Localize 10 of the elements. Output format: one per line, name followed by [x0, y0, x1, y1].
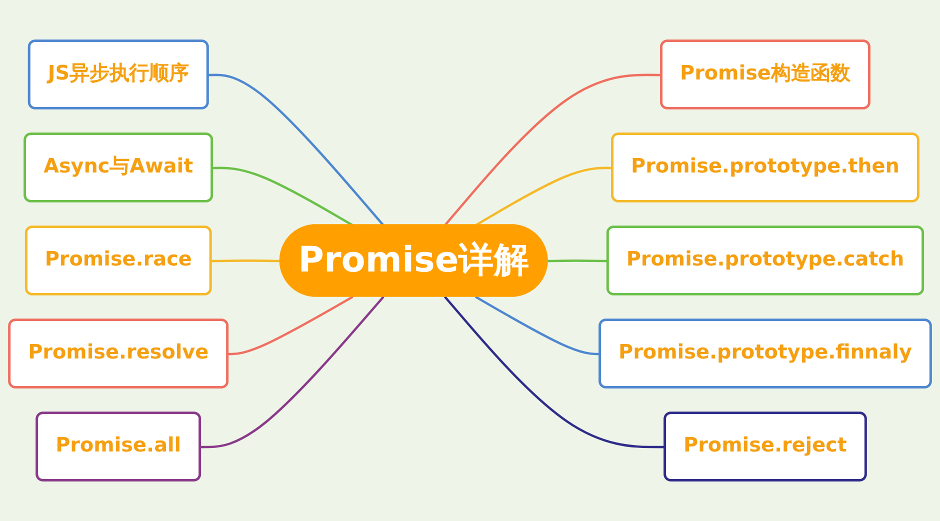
connector [212, 166, 354, 226]
connector [444, 296, 666, 448]
connector [211, 260, 281, 262]
connector [200, 296, 384, 448]
connector [474, 296, 600, 356]
connector [444, 74, 662, 226]
connector [548, 260, 608, 262]
connector [474, 166, 613, 226]
connector [228, 296, 354, 356]
connector [208, 74, 384, 226]
